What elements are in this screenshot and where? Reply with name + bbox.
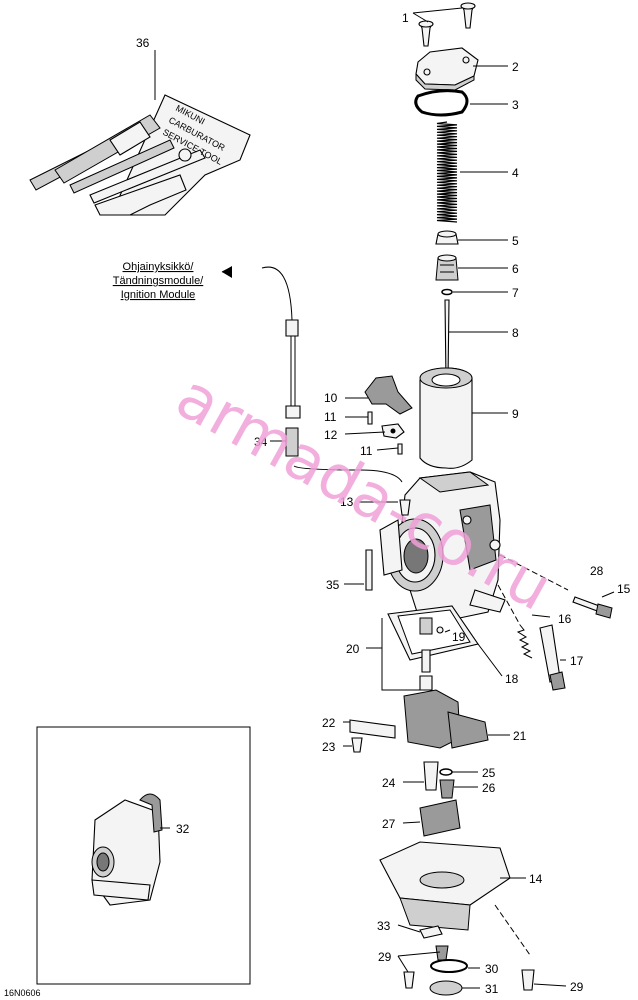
callout-20: 20 <box>346 642 360 656</box>
callout-28: 28 <box>590 564 604 578</box>
callout-10: 10 <box>324 391 338 405</box>
callout-29-left: 29 <box>378 950 392 964</box>
ignition-label-line-1: Ohjainyksikkö/ <box>123 261 195 273</box>
baffle-plate <box>419 799 461 837</box>
callout-8: 8 <box>512 326 519 340</box>
callout-13: 13 <box>340 495 354 509</box>
callout-23: 23 <box>322 740 336 754</box>
callout-9: 9 <box>512 407 519 421</box>
float-assembly <box>349 689 489 753</box>
idle-jet <box>365 549 373 591</box>
callout-6: 6 <box>512 262 519 276</box>
callout-21: 21 <box>513 729 527 743</box>
needle-holder-cap <box>435 230 459 245</box>
ignition-module-label: Ohjainyksikkö/ Tändningsmodule/ Ignition… <box>113 261 204 301</box>
callout-11-lower: 11 <box>360 444 373 458</box>
carburetor-body <box>379 471 506 621</box>
adjuster-screws <box>497 554 613 691</box>
callout-36: 36 <box>136 36 150 50</box>
callout-16: 16 <box>558 612 572 626</box>
callout-4: 4 <box>512 166 519 180</box>
top-cover <box>415 47 479 91</box>
callout-31: 31 <box>485 982 499 996</box>
callout-7: 7 <box>512 286 519 300</box>
throttle-slide <box>419 367 473 469</box>
callout-11-upper: 11 <box>324 410 337 424</box>
callout-18: 18 <box>505 672 519 686</box>
float-gasket-and-needle <box>381 605 479 691</box>
callout-27: 27 <box>382 817 396 831</box>
watermark: armada-co.ru <box>165 359 564 624</box>
float-bowl <box>379 841 531 956</box>
main-jet-parts <box>423 761 455 799</box>
callout-19: 19 <box>452 630 466 644</box>
callout-12: 12 <box>324 428 338 442</box>
pilot-screw <box>399 499 411 516</box>
needle-clip <box>441 288 453 296</box>
callout-30: 30 <box>485 962 499 976</box>
callout-24: 24 <box>382 776 396 790</box>
callout-34: 34 <box>254 435 268 449</box>
figure-code: 16N0606 <box>4 988 41 998</box>
callout-35: 35 <box>326 578 340 592</box>
cover-gasket <box>414 89 469 117</box>
callout-32: 32 <box>176 822 190 836</box>
callout-2: 2 <box>512 60 519 74</box>
spring-coil <box>436 121 458 223</box>
throttle-spring <box>436 121 458 223</box>
callout-1: 1 <box>402 11 409 25</box>
ignition-label-line-2: Tändningsmodule/ <box>113 275 204 287</box>
callout-labels: 1 2 3 4 5 6 7 8 9 10 11 11 12 13 14 15 1… <box>136 11 631 996</box>
tps-sensor-cable <box>221 266 403 483</box>
callout-29-right: 29 <box>570 980 584 994</box>
callout-17: 17 <box>570 654 584 668</box>
callout-14: 14 <box>529 872 543 886</box>
callout-26: 26 <box>482 781 496 795</box>
callout-5: 5 <box>512 234 519 248</box>
service-tool-kit: MIKUNI CARBURATOR SERVICE TOOL <box>29 94 251 216</box>
bowl-bottom-parts <box>403 925 535 996</box>
callout-22: 22 <box>322 716 336 730</box>
cover-screws <box>418 2 476 47</box>
callout-33: 33 <box>377 919 391 933</box>
throttle-lever-parts <box>364 375 413 455</box>
callout-3: 3 <box>512 98 519 112</box>
assembled-carburetor-inset <box>36 726 251 985</box>
needle-retainer <box>435 254 459 281</box>
leader-lines <box>154 7 615 989</box>
callout-25: 25 <box>482 766 496 780</box>
ignition-label-line-3: Ignition Module <box>121 289 196 301</box>
callout-15: 15 <box>617 582 631 596</box>
